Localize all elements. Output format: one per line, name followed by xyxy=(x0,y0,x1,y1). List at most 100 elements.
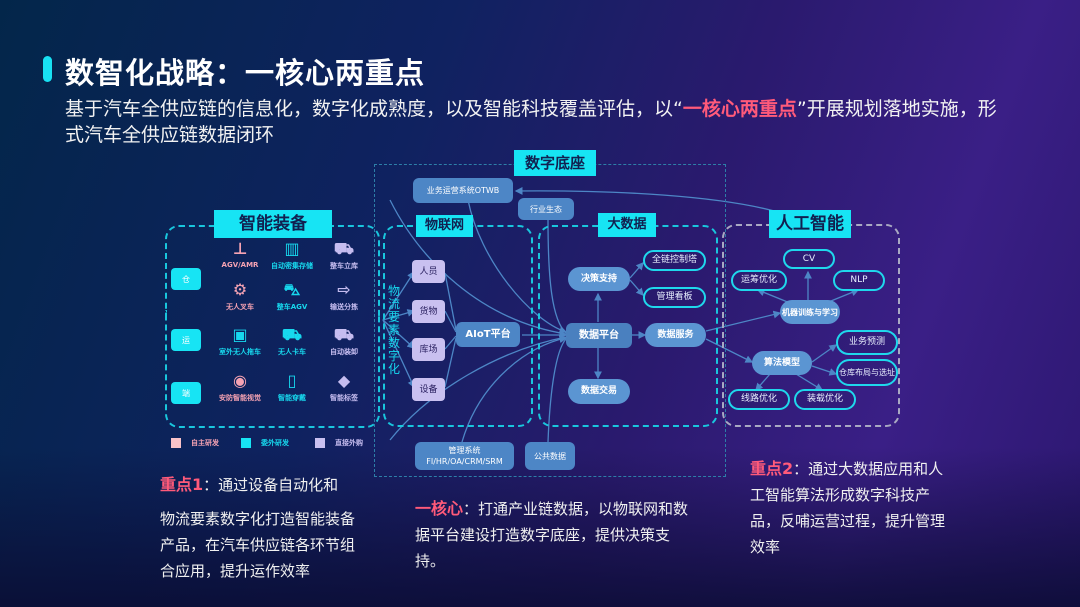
smart-equipment-label: 智能装备 xyxy=(214,210,332,238)
iot-device[interactable]: 设备 xyxy=(412,378,445,401)
iot-goods[interactable]: 货物 xyxy=(412,300,445,323)
focus1-description: 重点1：通过设备自动化和 物流要素数字化打造智能装备产品，在汽车供应链各环节组合… xyxy=(160,472,368,584)
smart-equipment-frame-bottom xyxy=(165,310,380,428)
tag-icon: ◆ xyxy=(337,371,351,390)
wearable-phone-icon: ▯ xyxy=(287,371,297,390)
control-tower-node[interactable]: 全链控制塔 xyxy=(643,250,706,271)
forklift-icon: ⚙ xyxy=(232,280,248,299)
ops-optimization-node[interactable]: 运筹优化 xyxy=(731,270,787,291)
management-system-title: 管理系统 xyxy=(448,446,481,455)
storage-rack-icon: ▥ xyxy=(284,239,300,258)
equipment-label: 安防智能视觉 xyxy=(219,394,261,402)
focus1-text-first: ：通过设备自动化和 xyxy=(203,476,339,494)
equipment-item[interactable]: ⛟整车立库 xyxy=(309,240,379,271)
focus2-label: 重点2 xyxy=(750,459,794,478)
decision-support-node[interactable]: 决策支持 xyxy=(568,267,630,291)
link-yard-aiot xyxy=(444,335,457,350)
transport-button[interactable]: 运 xyxy=(171,329,201,351)
equipment-label: 自动装卸 xyxy=(330,348,358,356)
equipment-item[interactable]: ⇨输送分拣 xyxy=(309,281,379,312)
title-accent-bar xyxy=(43,56,52,82)
equipment-label: 无人卡车 xyxy=(278,348,306,356)
aiot-platform-node[interactable]: AIoT平台 xyxy=(456,322,520,347)
terminal-button[interactable]: 端 xyxy=(171,382,201,404)
equipment-item[interactable]: ⛟ 无人卡车 xyxy=(257,326,327,357)
equipment-item[interactable]: ◆智能标签 xyxy=(309,372,379,403)
cv-node[interactable]: CV xyxy=(783,249,835,269)
equipment-item[interactable]: ▣室外无人拖车 xyxy=(205,326,275,357)
legend-swatch-pink xyxy=(171,438,181,448)
link-to-personnel xyxy=(382,270,415,321)
management-system-node[interactable]: 管理系统 FI/HR/OA/CRM/SRM xyxy=(415,442,514,470)
equipment-label: AGV/AMR xyxy=(221,261,259,269)
equipment-item[interactable]: ▯ 智能穿戴 xyxy=(257,372,327,403)
truck-icon: ⛟ xyxy=(281,325,303,344)
link-to-yard xyxy=(382,319,415,349)
dashboard-node[interactable]: 管理看板 xyxy=(643,287,706,308)
route-optimization-node[interactable]: 线路优化 xyxy=(728,389,790,410)
data-trade-node[interactable]: 数据交易 xyxy=(568,379,630,404)
warehouse-layout-node[interactable]: 仓库布局与选址 xyxy=(836,359,898,386)
legend-label: 自主研发 xyxy=(191,439,219,447)
loading-optimization-node[interactable]: 装载优化 xyxy=(794,389,856,410)
focus1-label: 重点1 xyxy=(160,475,204,494)
legend-purchased: 直接外购 xyxy=(315,438,363,448)
data-platform-node[interactable]: 数据平台 xyxy=(566,323,632,348)
camera-icon: ◉ xyxy=(233,371,247,390)
legend-label: 委外研发 xyxy=(261,439,289,447)
legend-label: 直接外购 xyxy=(335,439,363,447)
nlp-node[interactable]: NLP xyxy=(833,270,885,291)
link-mgmt-dataplatform xyxy=(461,335,568,443)
equipment-label: 智能穿戴 xyxy=(278,394,306,402)
equipment-item[interactable]: ⛟ 自动装卸 xyxy=(309,326,379,357)
link-to-goods xyxy=(382,309,416,321)
link-service-algo xyxy=(705,338,754,363)
link-device-aiot xyxy=(444,337,457,388)
legend-outsourced: 委外研发 xyxy=(241,438,289,448)
subtitle-text-2: ”开展规划落地实施，形式汽车全供应链数据闭环 xyxy=(65,98,997,146)
vehicle-warehouse-icon: ⛟ xyxy=(333,239,355,258)
big-data-label: 大数据 xyxy=(598,213,656,237)
page-subtitle: 基于汽车全供应链的信息化，数字化成熟度，以及智能科技覆盖评估，以“一核心两重点”… xyxy=(65,96,1005,148)
vehicle-agv-icon: ⛍ xyxy=(283,280,301,299)
warehouse-button[interactable]: 仓 xyxy=(171,268,201,290)
public-data-node[interactable]: 公共数据 xyxy=(525,442,575,470)
iot-yard[interactable]: 库场 xyxy=(412,338,445,361)
machine-learning-node[interactable]: 机器训练与学习 xyxy=(780,300,840,324)
equipment-label: 整车AGV xyxy=(276,303,308,311)
iot-personnel[interactable]: 人员 xyxy=(412,260,445,283)
focus1-text-rest: 物流要素数字化打造智能装备产品，在汽车供应链各环节组合应用，提升运作效率 xyxy=(160,510,356,580)
industry-ecosystem-node[interactable]: 行业生态 xyxy=(518,198,574,220)
core-description: 一核心：打通产业链数据，以物联网和数据平台建设打造数字底座，提供决策支持。 xyxy=(415,496,691,574)
equipment-item[interactable]: ⚙无人叉车 xyxy=(205,281,275,312)
link-algo-route xyxy=(755,373,771,391)
iot-vertical-text: 物流要素数字化 xyxy=(387,284,400,376)
legend-swatch-lavender xyxy=(315,438,325,448)
loading-truck-icon: ⛟ xyxy=(333,325,355,344)
management-system-modules: FI/HR/OA/CRM/SRM xyxy=(426,457,503,466)
core-text: ：打通产业链数据，以物联网和数据平台建设打造数字底座，提供决策支持。 xyxy=(415,500,689,570)
legend-swatch-cyan xyxy=(241,438,251,448)
page-title: 数智化战略：一核心两重点 xyxy=(65,56,426,90)
equipment-item[interactable]: ⊥ AGV/AMR xyxy=(205,239,275,270)
equipment-item[interactable]: ◉ 安防智能视觉 xyxy=(205,372,275,403)
equipment-label: 自动密集存储 xyxy=(271,262,313,270)
link-ai-otwb xyxy=(514,187,779,213)
otwb-node[interactable]: 业务运营系统OTWB xyxy=(413,178,513,203)
conveyor-icon: ⇨ xyxy=(337,280,351,299)
link-curve-upper xyxy=(389,199,567,335)
agv-robot-icon: ⊥ xyxy=(232,239,248,258)
equipment-label: 室外无人拖车 xyxy=(219,348,261,356)
algorithm-model-node[interactable]: 算法模型 xyxy=(752,351,812,375)
equipment-item[interactable]: ▥ 自动密集存储 xyxy=(257,240,327,271)
data-service-node[interactable]: 数据服务 xyxy=(645,323,706,347)
link-personnel-aiot xyxy=(444,272,457,331)
business-forecast-node[interactable]: 业务预测 xyxy=(836,330,898,355)
link-algo-layout xyxy=(811,365,838,376)
link-decision-dashboard xyxy=(629,279,644,296)
link-to-device xyxy=(382,319,415,389)
link-service-ml xyxy=(705,310,782,332)
subtitle-highlight: 一核心两重点 xyxy=(682,98,797,120)
iot-label: 物联网 xyxy=(416,215,473,237)
equipment-item[interactable]: ⛍ 整车AGV xyxy=(257,281,327,312)
